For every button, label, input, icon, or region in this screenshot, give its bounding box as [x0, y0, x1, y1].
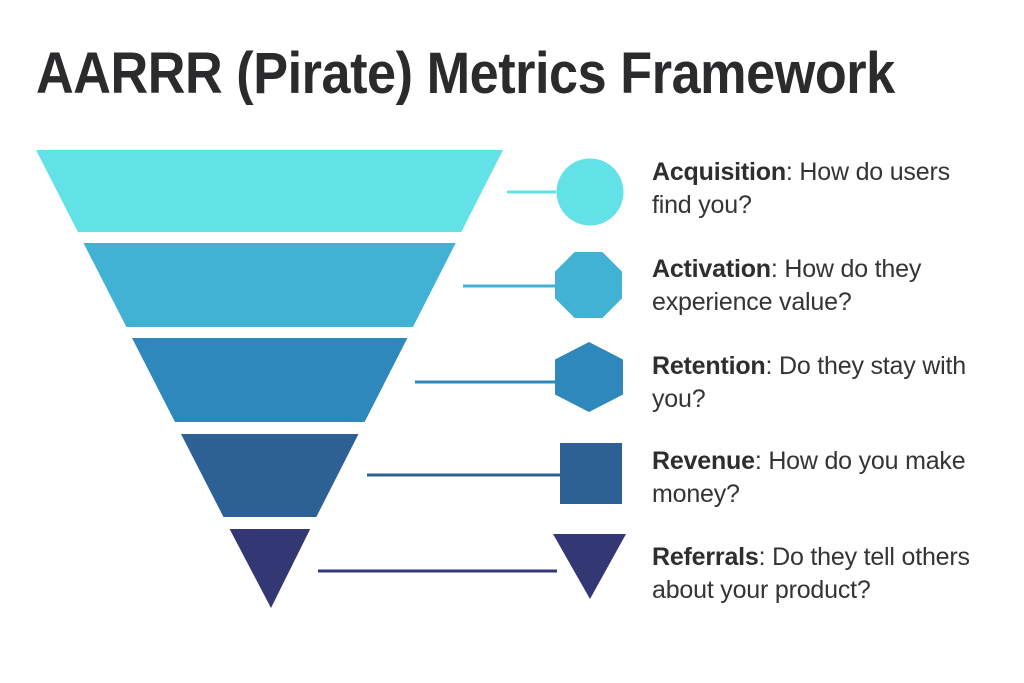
- stage-question: Do they tell others about your product?: [652, 543, 970, 604]
- triangle-down-icon: [553, 534, 626, 599]
- funnel-stage-retention: [132, 338, 408, 422]
- octagon-icon: [555, 252, 622, 318]
- stage-question: Do they stay with you?: [652, 352, 966, 413]
- stage-label: Revenue: [652, 447, 755, 475]
- stage-label: Retention: [652, 352, 766, 380]
- hexagon-icon: [555, 342, 623, 412]
- stage-item-activation: Activation: How do they experience value…: [652, 253, 984, 319]
- stage-label: Referrals: [652, 543, 759, 571]
- stage-item-acquisition: Acquisition: How do users find you?: [652, 156, 984, 222]
- funnel-stage-acquisition: [36, 150, 503, 232]
- stage-separator: :: [765, 352, 779, 380]
- stage-label: Activation: [652, 255, 771, 283]
- funnel-stage-activation: [83, 243, 456, 327]
- stage-question: How do they experience value?: [652, 255, 922, 316]
- funnel-stage-referrals: [229, 529, 311, 608]
- circle-icon: [556, 158, 624, 226]
- stage-separator: :: [770, 255, 785, 283]
- stage-question: How do you make money?: [652, 447, 966, 508]
- stage-separator: :: [754, 447, 769, 475]
- stage-separator: :: [758, 543, 773, 571]
- stage-item-revenue: Revenue: How do you make money?: [652, 445, 984, 511]
- stage-separator: :: [785, 158, 800, 186]
- square-icon: [560, 443, 622, 504]
- stage-item-referrals: Referrals: Do they tell others about you…: [652, 541, 984, 607]
- funnel-stage-revenue: [181, 434, 359, 517]
- stage-label: Acquisition: [652, 158, 786, 186]
- stage-item-retention: Retention: Do they stay with you?: [652, 350, 984, 416]
- page-title: AARRR (Pirate) Metrics Framework: [36, 41, 895, 106]
- stage-question: How do users find you?: [652, 158, 950, 219]
